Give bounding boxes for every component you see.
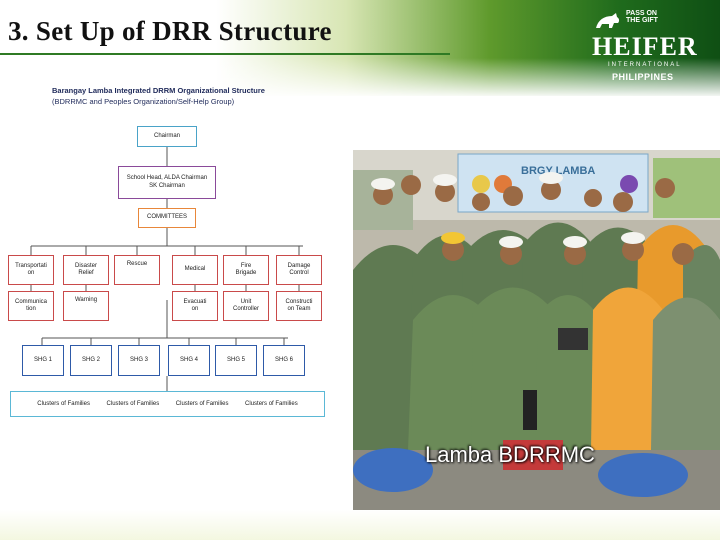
- committee-transportation: Transportati on: [8, 255, 54, 285]
- committee-label-line: on: [27, 270, 35, 276]
- committee-label-line: Constructi: [285, 298, 313, 305]
- committee-evacuation: Evacuati on: [172, 291, 218, 321]
- org-chart-subtitle: (BDRRMC and Peoples Organization/Self-He…: [52, 97, 235, 106]
- committee-fire-brigade: Fire Brigade: [223, 255, 269, 285]
- committee-label-line: Transportati: [15, 262, 47, 269]
- committee-label-line: Controller: [232, 306, 259, 312]
- vice-chair-box: School Head, ALDA Chairman SK Chairman: [118, 166, 216, 199]
- bottom-decor-bar: [0, 510, 720, 540]
- group-photo: BRGY LAMBA: [353, 150, 720, 510]
- shg-box: SHG 4: [168, 345, 210, 376]
- goat-icon: [596, 13, 620, 28]
- shg-label: SHG 4: [179, 356, 198, 363]
- shg-box: SHG 1: [22, 345, 64, 376]
- org-chart: Barangay Lamba Integrated DRRM Organizat…: [0, 0, 350, 540]
- shg-box: SHG 3: [118, 345, 160, 376]
- cluster-label: Clusters of Families: [106, 401, 160, 407]
- committees-label: COMMITTEES: [147, 214, 187, 221]
- cluster-label: Clusters of Families: [245, 401, 298, 407]
- header-fade: [0, 58, 720, 98]
- committee-label-line: Fire: [240, 262, 252, 269]
- org-chart-title: Barangay Lamba Integrated DRRM Organizat…: [52, 86, 265, 95]
- chairman-box: Chairman: [137, 126, 197, 147]
- heifer-logo: PASS ON THE GIFT HEIFER INTERNATIONAL PH…: [586, 6, 716, 86]
- shg-label: SHG 6: [274, 356, 293, 363]
- committee-label-line: Disaster: [74, 262, 97, 269]
- photo-caption: Lamba BDRRMC: [425, 442, 595, 467]
- committee-construction-team: Constructi on Team: [276, 291, 322, 321]
- committee-label-line: Brigade: [235, 270, 257, 276]
- committee-warning: Warning: [63, 291, 109, 321]
- vice-chair-line-1: School Head, ALDA Chairman: [126, 175, 208, 181]
- shg-box: SHG 5: [215, 345, 257, 376]
- committee-label-line: Evacuati: [183, 298, 207, 305]
- logo-sub: INTERNATIONAL: [608, 62, 682, 68]
- committee-label-line: Medical: [184, 266, 206, 273]
- cluster-label: Clusters of Families: [175, 401, 229, 407]
- committee-label-line: Relief: [78, 270, 94, 276]
- committee-label-line: Damage: [287, 262, 311, 269]
- slide-title: 3. Set Up of DRR Structure: [8, 16, 332, 46]
- committee-label-line: Control: [289, 270, 309, 276]
- title-underline: [0, 53, 450, 55]
- committees-box: COMMITTEES: [138, 208, 196, 228]
- committee-label-line: Warning: [74, 297, 98, 303]
- group-photo-illustration: BRGY LAMBA: [353, 150, 720, 510]
- committee-damage-control: Damage Control: [276, 255, 322, 285]
- org-chart-connectors: [30, 147, 303, 391]
- logo-tagline: PASS ON THE GIFT: [626, 10, 658, 24]
- committee-label-line: Communica: [14, 298, 47, 305]
- committee-unit-controller: Unit Controller: [223, 291, 269, 321]
- logo-name: HEIFER: [592, 32, 698, 61]
- shg-box: SHG 6: [263, 345, 305, 376]
- shg-label: SHG 3: [129, 356, 148, 363]
- committee-label-line: on Team: [287, 306, 311, 312]
- committee-label-line: Rescue: [126, 261, 148, 267]
- banner-text: BRGY LAMBA: [521, 165, 595, 177]
- committee-label-line: Unit: [240, 298, 252, 305]
- committee-label-line: tion: [26, 306, 36, 312]
- vice-chair-line-2: SK Chairman: [149, 182, 185, 189]
- clusters-of-families-box: Clusters of Families Clusters of Familie…: [10, 391, 325, 417]
- committee-communication: Communica tion: [8, 291, 54, 321]
- committee-disaster-relief: Disaster Relief: [63, 255, 109, 285]
- shg-label: SHG 1: [33, 356, 52, 363]
- shg-label: SHG 5: [226, 356, 245, 363]
- committee-label-line: on: [191, 306, 199, 312]
- shg-box: SHG 2: [70, 345, 112, 376]
- shg-label: SHG 2: [81, 356, 100, 363]
- committee-rescue: Rescue: [114, 255, 160, 285]
- committee-medical: Medical: [172, 255, 218, 285]
- logo-country: PHILIPPINES: [612, 72, 674, 82]
- cluster-label: Clusters of Families: [37, 401, 90, 407]
- chairman-label: Chairman: [153, 132, 180, 139]
